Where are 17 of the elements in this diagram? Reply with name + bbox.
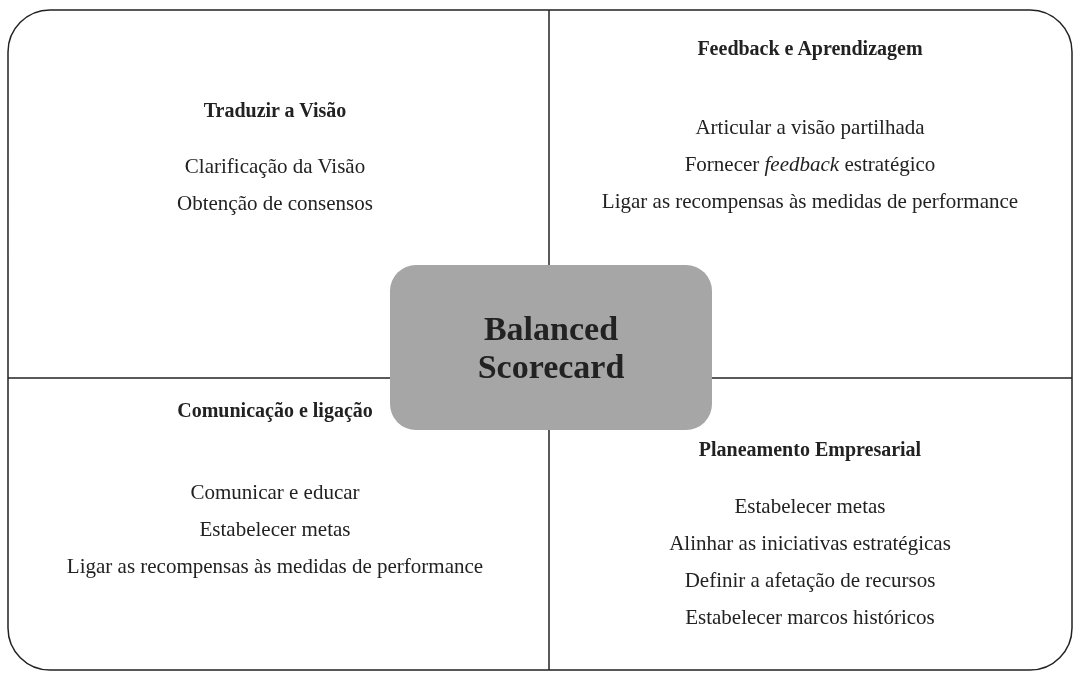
quadrant-heading: Feedback e Aprendizagem	[697, 36, 923, 61]
list-item: Alinhar as iniciativas estratégicas	[669, 530, 951, 557]
quadrant-heading: Comunicação e ligação	[177, 398, 373, 423]
list-item: Clarificação da Visão	[184, 153, 366, 180]
list-item: Definir a afetação de recursos	[684, 567, 936, 594]
list-item: Estabelecer marcos históricos	[685, 604, 935, 631]
list-item: Ligar as recompensas às medidas de performance	[601, 188, 1019, 215]
list-item: Articular a visão partilhada	[695, 114, 925, 141]
quadrant-heading: Planeamento Empresarial	[698, 437, 922, 462]
list-item: Estabelecer metas	[199, 516, 351, 543]
center-box: Balanced Scorecard	[390, 265, 712, 430]
list-item: Comunicar e educar	[190, 479, 360, 506]
quadrant-heading: Traduzir a Visão	[203, 98, 347, 123]
list-item: Fornecer feedback estratégico	[684, 151, 936, 178]
list-item: Estabelecer metas	[734, 493, 886, 520]
list-item: Obtenção de consensos	[177, 190, 373, 217]
list-item: Ligar as recompensas às medidas de performance	[66, 553, 484, 580]
